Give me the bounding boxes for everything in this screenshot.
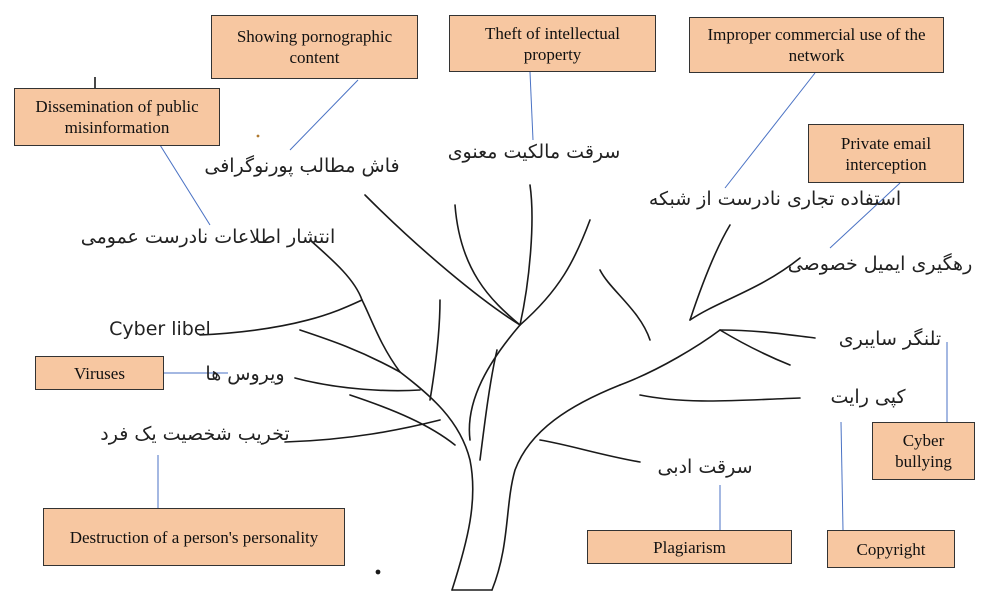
handwriting-cyber-libel: Cyber libel: [109, 318, 211, 340]
label-theft-of-intellectual-property: Theft of intellectual property: [449, 15, 656, 72]
label-text-misinformation: Dissemination of public misinformation: [35, 97, 199, 137]
label-showing-pornographic-content: Showing pornographic content: [211, 15, 418, 79]
label-improper-commercial-use: Improper commercial use of the network: [689, 17, 944, 73]
handwriting-commercial-use: استفاده تجاری نادرست از شبکه: [649, 188, 901, 210]
label-viruses: Viruses: [35, 356, 164, 390]
handwriting-plagiarism: سرقت ادبی: [657, 456, 752, 478]
handwritten-annotations: فاش مطالب پورنوگرافی سرقت مالکیت معنوی ا…: [81, 141, 973, 478]
handwriting-theft-ip: سرقت مالکیت معنوی: [448, 141, 621, 163]
label-text-viruses: Viruses: [74, 363, 125, 383]
label-text-pornographic: Showing pornographic content: [236, 27, 393, 67]
tree-branches-center: [364, 184, 591, 461]
handwriting-bullying: تلنگر سایبری: [839, 327, 941, 350]
label-private-email-interception: Private email interception: [808, 124, 964, 183]
label-dissemination-of-misinformation: Dissemination of public misinformation: [14, 88, 220, 146]
handwriting-destruction: تخریب شخصیت یک فرد: [100, 423, 289, 445]
label-text-copyright: Copyright: [856, 539, 926, 559]
handwriting-misinformation: انتشار اطلاعات نادرست عمومی: [81, 226, 336, 248]
label-copyright: Copyright: [827, 530, 955, 568]
label-text-plagiarism: Plagiarism: [653, 537, 726, 557]
label-destruction-of-personality: Destruction of a person's personality: [43, 508, 345, 566]
stray-pen-marks: [94, 77, 381, 575]
connector-lines: [157, 71, 948, 531]
label-plagiarism: Plagiarism: [587, 530, 792, 564]
label-text-commercial-use: Improper commercial use of the network: [707, 25, 926, 65]
label-text-destruction: Destruction of a person's personality: [69, 527, 319, 547]
handwriting-pornographic: فاش مطالب پورنوگرافی: [204, 154, 399, 177]
handwriting-email-interception: رهگیری ایمیل خصوصی: [788, 252, 973, 275]
tree-trunk: [399, 371, 621, 591]
tree-branches-left: [199, 239, 456, 446]
handwriting-viruses: ویروس ها: [205, 363, 284, 385]
handwriting-copyright: کپی رایت: [830, 386, 906, 408]
label-text-theft-ip: Theft of intellectual property: [485, 23, 620, 64]
tree-branches-right: [539, 224, 816, 463]
label-text-email-interception: Private email interception: [840, 133, 932, 174]
label-text-cyber-bullying: Cyber bullying: [895, 431, 952, 471]
label-cyber-bullying: Cyber bullying: [872, 422, 975, 480]
